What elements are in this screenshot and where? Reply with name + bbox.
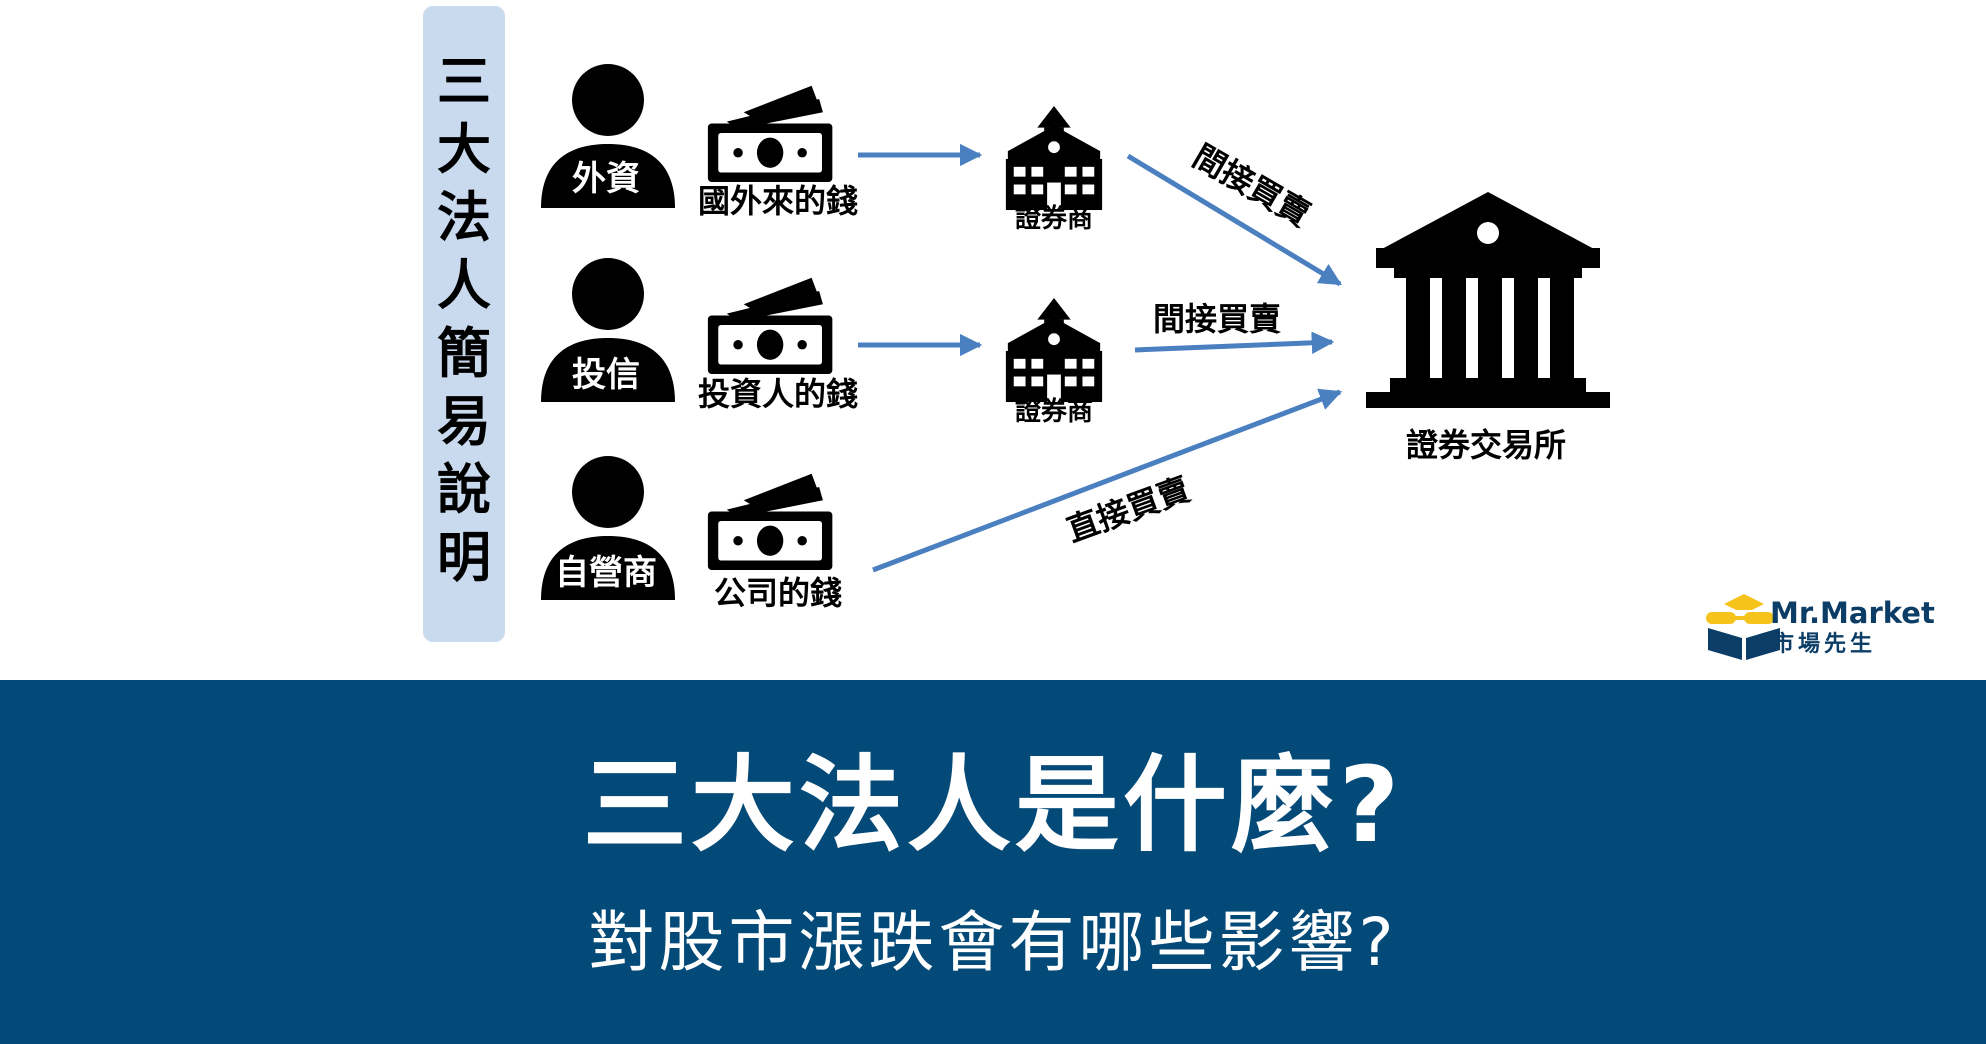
sidebar-title-char: 易 <box>437 390 491 453</box>
sidebar-title-char: 簡 <box>437 322 491 385</box>
broker-building-icon <box>1005 297 1103 403</box>
arrow-label-indirect-2: 間接買賣 <box>1153 300 1281 338</box>
investor-label: 自營商 <box>555 553 657 593</box>
sidebar-title-char: 法 <box>437 186 491 249</box>
sidebar-panel <box>423 6 505 642</box>
title-banner: 三大法人是什麼? 對股市漲跌會有哪些影響? <box>0 680 1986 1044</box>
money-icon <box>707 277 833 374</box>
banner-subtitle: 對股市漲跌會有哪些影響? <box>588 904 1398 981</box>
logo-name-en: Mr.Market <box>1770 596 1935 630</box>
arrow-indirect-2 <box>1134 331 1335 355</box>
exchange-building-icon <box>1366 192 1610 408</box>
investor-label: 外資 <box>572 159 640 199</box>
diagram: 三大法人簡易說明 外資 投信 自營商 國外來的錢 投資人的錢 公司的錢 證券商 … <box>423 6 1780 660</box>
arrow-indirect-1 <box>1126 153 1342 287</box>
mr-market-logo-icon <box>1706 594 1780 660</box>
money-label: 國外來的錢 <box>698 182 858 220</box>
broker-building-icon <box>1005 105 1103 211</box>
arrow-direct <box>872 388 1343 573</box>
sidebar-title: 三大法人簡易說明 <box>437 50 491 589</box>
investor-label: 投信 <box>572 355 640 395</box>
money-icon <box>707 85 833 182</box>
money-label: 投資人的錢 <box>698 375 858 413</box>
sidebar-title-char: 大 <box>437 118 491 181</box>
logo-name-zh: 市場先生 <box>1772 632 1877 657</box>
money-icon <box>707 473 833 570</box>
broker-label: 證券商 <box>1015 396 1093 427</box>
sidebar-title-char: 說 <box>437 458 491 521</box>
money-label: 公司的錢 <box>714 574 842 612</box>
sidebar-title-char: 三 <box>437 50 491 113</box>
sidebar-title-char: 人 <box>437 254 491 317</box>
sidebar-title-char: 明 <box>437 526 491 589</box>
banner-title: 三大法人是什麼? <box>582 744 1404 866</box>
exchange-label: 證券交易所 <box>1406 426 1566 464</box>
arrow-label-indirect-1: 間接買賣 <box>1187 137 1317 234</box>
mr-market-logo: Mr.Market 市場先生 <box>1770 596 1935 660</box>
arrow-label-direct: 直接買賣 <box>1062 470 1195 549</box>
broker-label: 證券商 <box>1015 203 1093 234</box>
